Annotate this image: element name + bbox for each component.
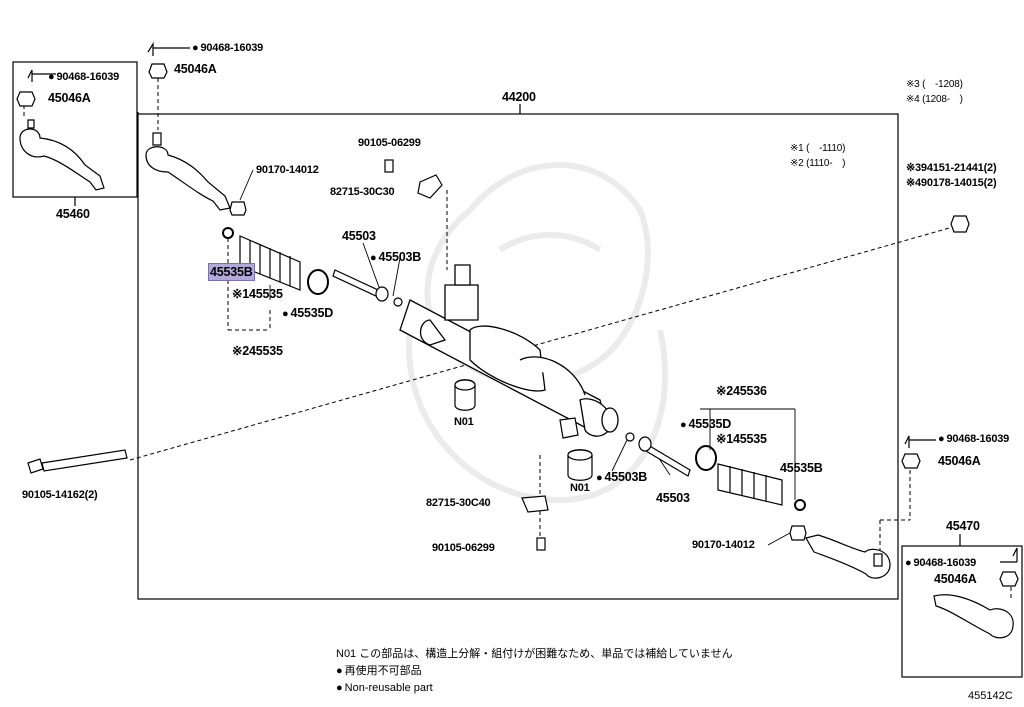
- steering-rack: [399, 264, 619, 437]
- label-boot-right[interactable]: 45535B: [780, 461, 823, 475]
- inner-rod-left: [332, 269, 379, 297]
- label-top-bolt[interactable]: 90468-16039: [192, 42, 263, 55]
- label-clamp-right[interactable]: 45535D: [680, 418, 731, 432]
- label-bolt-90105-top[interactable]: 90105-06299: [358, 137, 421, 149]
- boot-left: [239, 235, 301, 291]
- label-right-box[interactable]: 45470: [946, 519, 980, 533]
- long-bolt-axis: [129, 224, 961, 461]
- label-boot-left-ref1[interactable]: ※145535: [232, 287, 283, 301]
- assembly-frame: [137, 113, 899, 600]
- boot-right: [717, 463, 783, 506]
- date-ref-2: ※2 (1110- ): [790, 158, 846, 169]
- label-boot-right-ref2[interactable]: ※245536: [716, 384, 767, 398]
- label-washer-left[interactable]: 45503B: [370, 251, 421, 265]
- label-washer-right[interactable]: 45503B: [596, 471, 647, 485]
- assembly-label: 44200: [502, 90, 536, 104]
- date-ref-1: ※1 ( -1110): [790, 143, 846, 154]
- nut-left-box: [16, 91, 36, 107]
- note-non-reusable-ja: 再使用不可部品: [336, 663, 422, 679]
- note-non-reusable-en: Non-reusable part: [336, 680, 433, 696]
- date-ref-3: ※3 ( -1208): [906, 79, 963, 90]
- label-ref-nut-b[interactable]: ※490178-14015(2): [906, 177, 997, 189]
- tie-rod-end-left: [145, 132, 231, 211]
- note-n01: N01 この部品は、構造上分解・組付けが困難なため、単品では補給していません: [336, 648, 733, 660]
- clamp-left-ring: [307, 269, 329, 295]
- nut-ref: [950, 215, 970, 233]
- label-left-box[interactable]: 45460: [56, 207, 90, 221]
- label-boot-left-highlight[interactable]: 45535B: [208, 263, 255, 281]
- label-n01-right[interactable]: N01: [570, 482, 590, 494]
- label-bolt-90105-bottom[interactable]: 90105-06299: [432, 542, 495, 554]
- label-left-nut-lock[interactable]: 90170-14012: [256, 164, 319, 176]
- left-tie-rod-end: [19, 119, 105, 191]
- bracket-top-part: [417, 174, 443, 199]
- label-boot-right-ref1[interactable]: ※145535: [716, 432, 767, 446]
- tie-rod-end-right: [805, 534, 1014, 639]
- nut-right-lock: [789, 525, 807, 541]
- nut-right-top: [901, 453, 921, 469]
- label-top-nut[interactable]: 45046A: [174, 62, 217, 76]
- highlight-tag: 45535B: [208, 263, 255, 281]
- label-right-nut-lock[interactable]: 90170-14012: [692, 539, 755, 551]
- label-left-box-bolt[interactable]: 90468-16039: [48, 71, 119, 84]
- nut-top: [148, 63, 168, 79]
- nut-left-lock: [229, 201, 247, 216]
- label-boot-left-ref2[interactable]: ※245535: [232, 344, 283, 358]
- label-clamp-left[interactable]: 45535D: [282, 307, 333, 321]
- label-n01-left[interactable]: N01: [454, 416, 474, 428]
- label-right-nut[interactable]: 45046A: [938, 454, 981, 468]
- label-bracket-bottom[interactable]: 82715-30C40: [426, 497, 491, 509]
- bolt-bottom-small: [536, 537, 546, 551]
- right-end-box: [901, 545, 1023, 678]
- bracket-bottom-part: [521, 495, 549, 513]
- label-left-box-nut[interactable]: 45046A: [48, 91, 91, 105]
- diagram-code: 455142C: [968, 690, 1013, 702]
- label-right-box-bolt[interactable]: 90468-16039: [905, 557, 976, 570]
- label-ref-nut-a[interactable]: ※394151-21441(2): [906, 162, 997, 174]
- label-right-box-nut[interactable]: 45046A: [934, 572, 977, 586]
- label-long-bolt[interactable]: 90105-14162(2): [22, 489, 98, 501]
- label-bracket-top[interactable]: 82715-30C30: [330, 186, 395, 198]
- label-right-bolt[interactable]: 90468-16039: [938, 433, 1009, 446]
- clamp-right-ring: [695, 445, 717, 471]
- label-rod-left[interactable]: 45503: [342, 229, 376, 243]
- nut-right-box: [999, 571, 1019, 587]
- label-rod-right[interactable]: 45503: [656, 491, 690, 505]
- long-bolt: [27, 449, 128, 474]
- bolt-top-small: [384, 159, 394, 173]
- date-ref-4: ※4 (1208- ): [906, 94, 963, 105]
